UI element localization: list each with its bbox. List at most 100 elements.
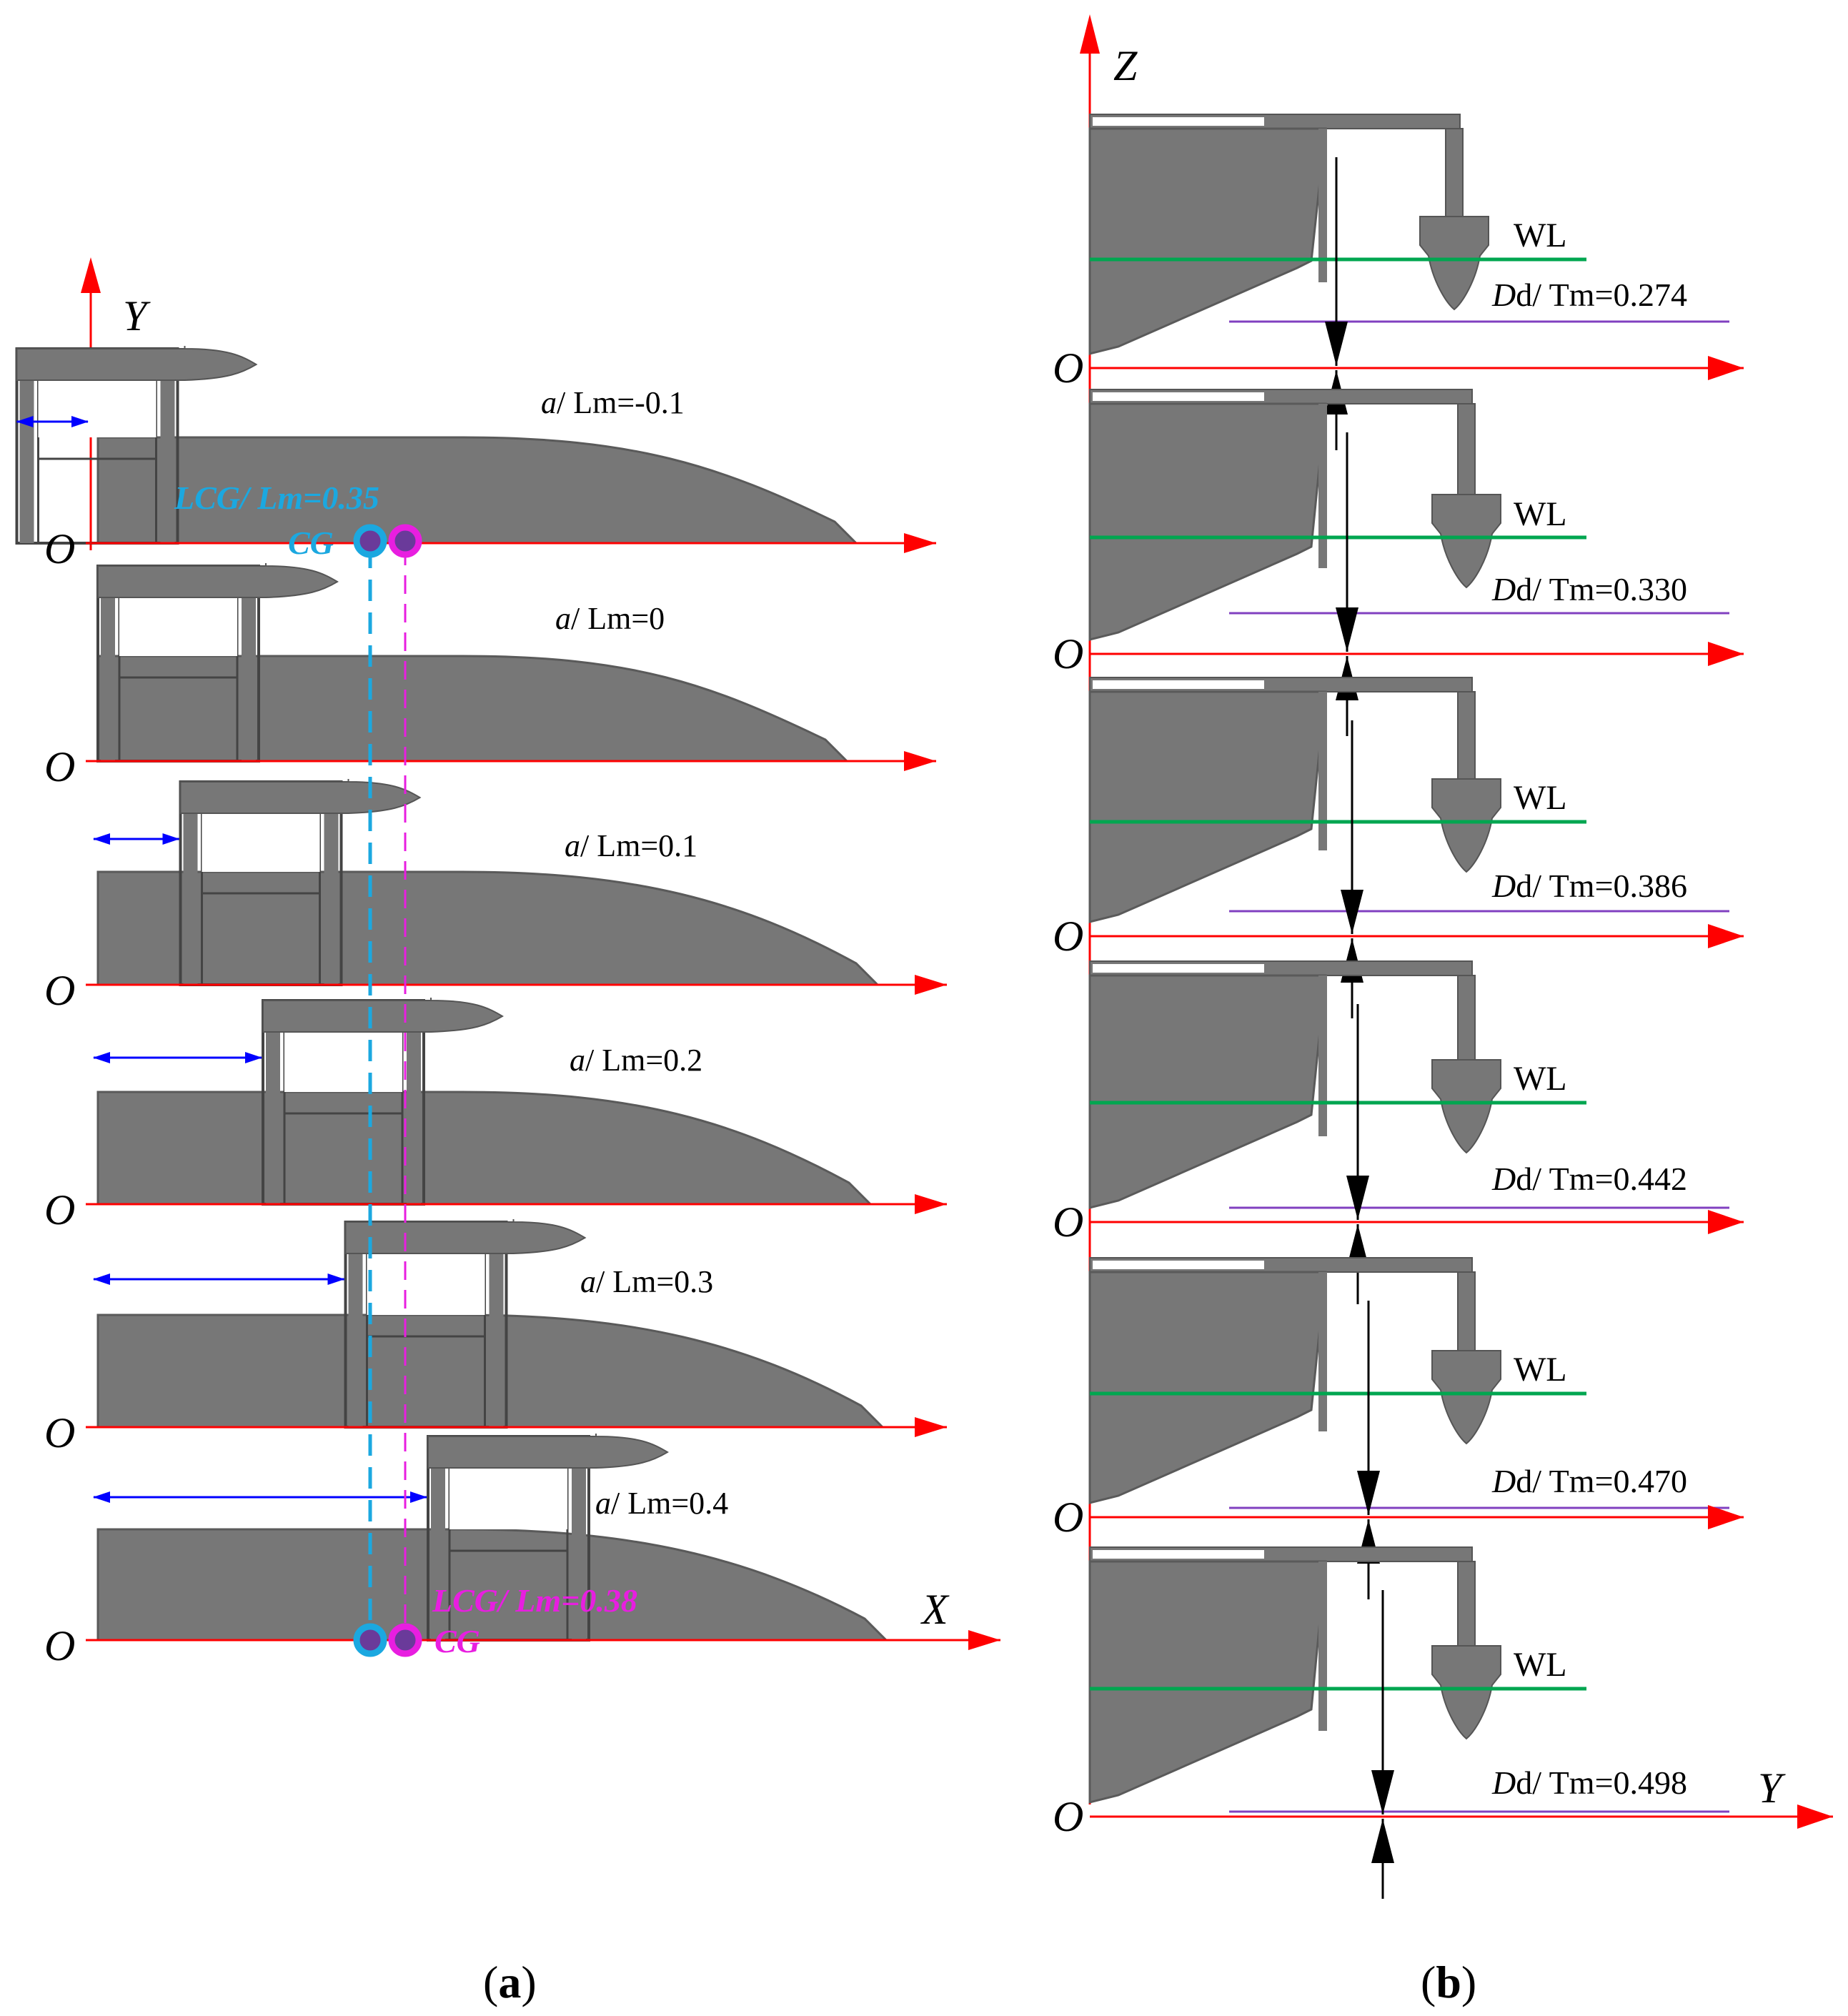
clearance-arrowhead-down	[1336, 607, 1358, 652]
depth-ratio-label: Dd/ Tm=0.498	[1491, 1764, 1687, 1801]
nacelle-tip	[427, 1434, 669, 1469]
panel-a-case-row: Oa/ Lm=-0.1	[15, 346, 936, 572]
origin-label: O	[44, 525, 75, 572]
strut-window	[38, 374, 157, 437]
caption-b: (b)	[1421, 1957, 1476, 2007]
hull-web	[1318, 975, 1327, 1136]
origin-label: O	[1053, 1198, 1083, 1246]
strut-right-leg	[242, 580, 256, 761]
cg1-tag: CG	[288, 525, 334, 561]
clearance-arrowhead-down	[1346, 1176, 1369, 1220]
bulb	[1431, 1059, 1501, 1154]
panel-a-case-row: Oa/ Lm=0	[44, 563, 936, 790]
cg2-marker-bottom	[388, 1623, 422, 1657]
y-axis-b-arrowhead	[1708, 924, 1744, 948]
strut-window	[449, 1462, 567, 1529]
caption-a: (a)	[483, 1957, 537, 2007]
strut-stem	[1457, 975, 1476, 1061]
y-axis-a-arrowhead	[81, 257, 101, 293]
strut-right-leg	[324, 796, 339, 985]
depth-ratio-label: Dd/ Tm=0.442	[1491, 1161, 1687, 1197]
cg2-label: LCG/ Lm=0.38	[432, 1582, 637, 1619]
origin-label: O	[44, 1409, 75, 1456]
hull-section	[1088, 974, 1327, 1209]
y-axis-a-label: Y	[123, 292, 151, 339]
nacelle-tip	[344, 1219, 587, 1254]
bulb	[1431, 1645, 1501, 1740]
strut-stem	[1457, 403, 1476, 495]
strut-stem	[1457, 1561, 1476, 1647]
strut-right-leg	[160, 363, 175, 543]
bulb	[1419, 216, 1489, 311]
hull-section	[1088, 402, 1327, 641]
depth-ratio-label: Dd/ Tm=0.470	[1491, 1463, 1687, 1499]
origin-label: O	[1053, 344, 1083, 392]
strut-window	[119, 592, 237, 656]
cg2-tag: CG	[434, 1623, 480, 1659]
x-axis-a-label: X	[920, 1586, 950, 1633]
strut-window	[284, 1026, 402, 1092]
strut-stem	[1457, 1271, 1476, 1351]
nacelle-tip	[179, 779, 422, 814]
depth-ratio-label: Dd/ Tm=0.386	[1491, 868, 1687, 904]
clearance-arrowhead-down	[1325, 322, 1348, 366]
case-label: a/ Lm=0.4	[595, 1486, 728, 1521]
panel-a-case-row: Oa/ Lm=0.2	[44, 998, 947, 1233]
deck-slot	[1093, 1550, 1264, 1559]
strut-window	[367, 1248, 485, 1315]
depth-ratio-label: Dd/ Tm=0.330	[1491, 571, 1687, 607]
x-axis-a-arrowhead	[968, 1630, 1000, 1650]
bulb	[1431, 778, 1501, 873]
deck-slot	[1093, 392, 1264, 401]
hull-web	[1318, 692, 1327, 850]
hull-profile	[96, 1091, 873, 1206]
nacelle-tip	[97, 563, 339, 598]
clearance-arrowhead-down	[1341, 890, 1363, 934]
cg2-marker-top	[388, 524, 422, 558]
strut-window	[202, 808, 320, 872]
case-label: a/ Lm=-0.1	[541, 385, 685, 420]
z-axis-b-label: Z	[1113, 42, 1138, 89]
strut-left-leg	[183, 796, 198, 985]
panel-a-case-row: Oa/ Lm=0.1	[44, 779, 947, 1014]
panel-a-case-row: Oa/ Lm=0.4	[44, 1434, 1000, 1669]
origin-label: O	[44, 1186, 75, 1233]
hull-profile	[96, 1528, 889, 1642]
strut-right-leg	[572, 1451, 586, 1640]
panel-a-case-row: Oa/ Lm=0.3	[44, 1219, 947, 1456]
x-axis-a-arrowhead	[904, 533, 936, 553]
origin-label: O	[44, 1622, 75, 1669]
x-axis-a-arrowhead	[915, 1417, 947, 1437]
hull-web	[1318, 1561, 1327, 1731]
deck-slot	[1093, 680, 1264, 689]
hull-web	[1318, 404, 1327, 568]
strut-right-leg	[407, 1015, 421, 1204]
x-axis-a-arrowhead	[915, 1194, 947, 1214]
hull-profile	[96, 436, 859, 545]
strut-left-leg	[101, 580, 115, 761]
case-label: a/ Lm=0.1	[565, 828, 697, 863]
z-axis-b-arrowhead	[1080, 14, 1100, 54]
origin-label: O	[44, 743, 75, 790]
cg1-label: LCG/ Lm=0.35	[174, 480, 379, 516]
clearance-arrowhead-down	[1357, 1471, 1380, 1515]
case-label: a/ Lm=0.2	[570, 1043, 702, 1078]
y-axis-b-arrowhead	[1708, 1210, 1744, 1234]
panel-a: Y Oa/ Lm=-0.1Oa/ Lm=0Oa/ Lm=0.1Oa/ Lm=0.…	[15, 257, 1000, 2007]
origin-label: O	[44, 967, 75, 1014]
x-axis-a-arrowhead	[915, 975, 947, 995]
hull-section	[1088, 1271, 1327, 1504]
origin-label: O	[1053, 1793, 1083, 1840]
y-axis-b-arrowhead	[1708, 356, 1744, 380]
origin-label: O	[1053, 630, 1083, 677]
hull-section	[1088, 1560, 1327, 1804]
waterline-label: WL	[1514, 1060, 1567, 1098]
cg1-marker-bottom	[353, 1623, 387, 1657]
case-label: a/ Lm=0.3	[580, 1264, 713, 1299]
nacelle-tip	[16, 346, 258, 381]
